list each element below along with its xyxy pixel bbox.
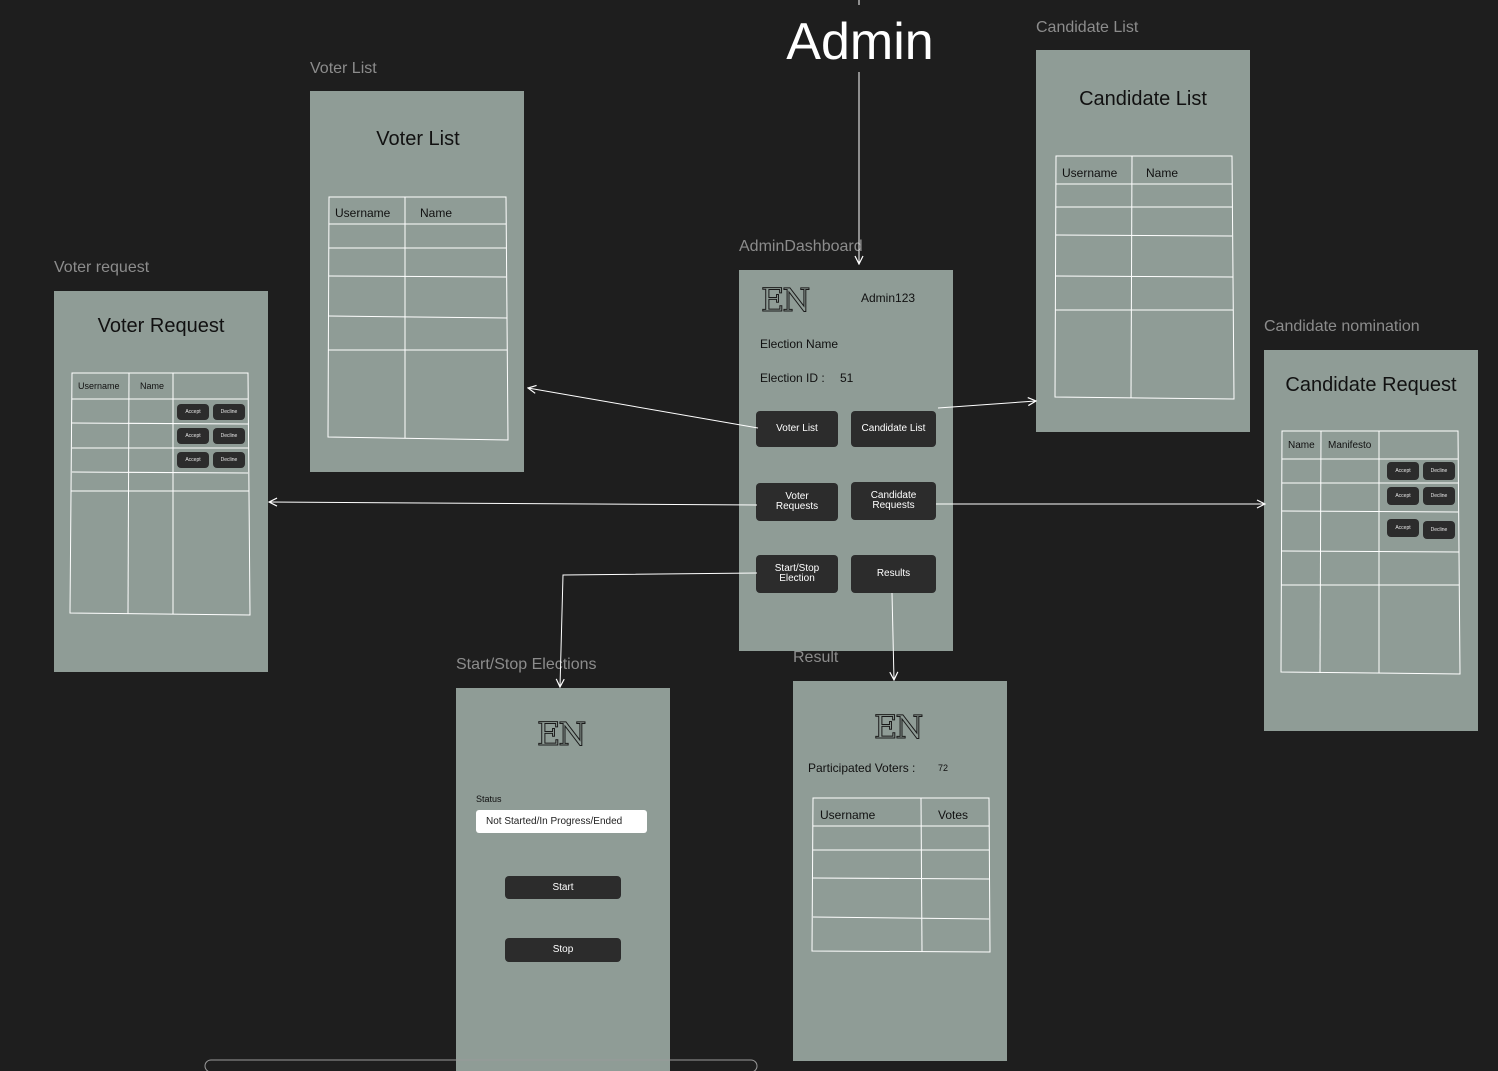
admin-dashboard-frame-label: AdminDashboard [739,238,863,255]
result-header-username: Username [820,808,876,822]
candidate-request-decline-button[interactable]: Decline [1423,521,1455,539]
candidate-request-title: Candidate Request [1285,374,1457,396]
voter-list-header-username: Username [335,206,391,220]
status-label: Status [476,794,502,804]
voter-request-title: Voter Request [97,315,225,337]
candidate-list-header-username: Username [1062,166,1118,180]
candidate-request-frame: Candidate Request Name Manifesto Accept … [1264,350,1478,731]
candidate-request-header-name: Name [1288,440,1315,451]
election-id-value: 51 [840,371,854,385]
voter-request-frame: Voter Request Username Name Accept Decli… [54,291,268,672]
candidate-requests-button[interactable]: Candidate Requests [851,482,936,520]
candidate-list-frame-label: Candidate List [1036,19,1139,36]
voter-list-title: Voter List [376,128,460,150]
voter-request-decline-button[interactable]: Decline [213,404,245,420]
candidate-list-title: Candidate List [1079,88,1207,110]
participated-voters-value: 72 [938,763,949,773]
voter-request-accept-button[interactable]: Accept [177,452,209,468]
voter-request-decline-button[interactable]: Decline [213,428,245,444]
start-stop-election-button[interactable]: Start/Stop Election [756,555,838,593]
candidate-list-button[interactable]: Candidate List [851,411,936,447]
participated-voters-label: Participated Voters : [808,761,916,775]
candidate-request-accept-button[interactable]: Accept [1387,519,1419,537]
voter-list-header-name: Name [420,206,453,220]
voter-request-frame-label: Voter request [54,259,150,276]
admin-username: Admin123 [861,291,916,305]
candidate-request-decline-button[interactable]: Decline [1423,487,1455,505]
start-stop-frame-label: Start/Stop Elections [456,656,597,673]
result-header-votes: Votes [938,808,969,822]
results-button[interactable]: Results [851,555,936,593]
candidate-nomination-frame-label: Candidate nomination [1264,318,1420,335]
result-frame-label: Result [793,649,839,666]
voter-request-header-name: Name [140,381,165,391]
candidate-list-frame: Candidate List Username Name [1036,50,1250,432]
result-frame: EN Participated Voters : 72 Username Vot… [793,681,1007,1061]
voter-list-frame-label: Voter List [310,60,377,77]
voter-requests-button[interactable]: Voter Requests [756,483,838,521]
status-field[interactable]: Not Started/In Progress/Ended [476,810,647,833]
voter-request-accept-button[interactable]: Accept [177,428,209,444]
voter-request-header-username: Username [78,381,120,391]
to-voter-list-arrow [528,388,759,429]
voter-request-accept-button[interactable]: Accept [177,404,209,420]
admin-dashboard-frame: EN Admin123 Election Name Election ID : … [739,270,953,651]
to-voter-request-arrow [269,502,758,505]
en-logo: EN [873,708,923,747]
candidate-request-accept-button[interactable]: Accept [1387,462,1419,480]
start-button[interactable]: Start [505,876,621,899]
candidate-request-header-manifesto: Manifesto [1328,440,1372,451]
candidate-list-header-name: Name [1146,166,1179,180]
en-logo: EN [760,281,810,320]
candidate-request-accept-button[interactable]: Accept [1387,487,1419,505]
en-logo: EN [536,715,586,754]
candidate-request-decline-button[interactable]: Decline [1423,462,1455,480]
admin-title: Admin [786,13,934,71]
stop-button[interactable]: Stop [505,938,621,962]
election-id-label: Election ID : [760,371,825,385]
election-name: Election Name [760,337,839,351]
voter-list-button[interactable]: Voter List [756,411,838,447]
voter-list-frame: Voter List Username Name [310,91,524,472]
start-stop-frame: EN Status Not Started/In Progress/Ended … [456,688,670,1071]
voter-request-decline-button[interactable]: Decline [213,452,245,468]
